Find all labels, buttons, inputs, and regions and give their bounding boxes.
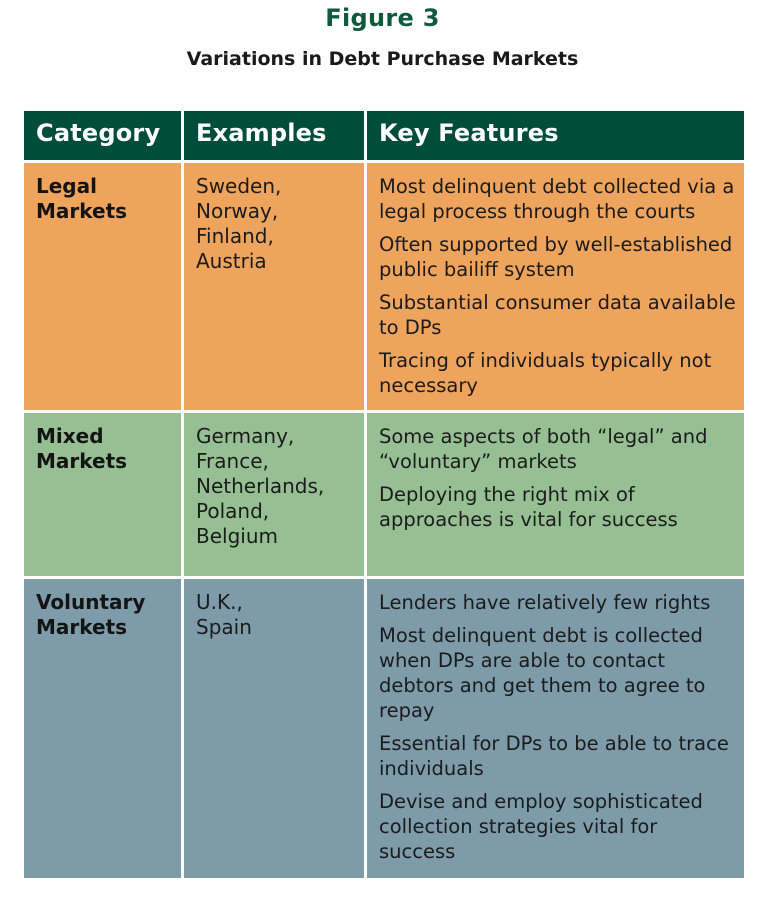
examples-legal-markets: Sweden, Norway, Finland, Austria bbox=[184, 163, 367, 413]
example-country: Germany, bbox=[196, 424, 295, 448]
category-line: Voluntary bbox=[36, 590, 146, 614]
examples-mixed-markets: Germany, France, Netherlands, Poland, Be… bbox=[184, 413, 367, 579]
feature-item: Most delinquent debt collected via a leg… bbox=[379, 175, 735, 223]
example-country: Netherlands, bbox=[196, 474, 325, 498]
category-line: Markets bbox=[36, 615, 128, 639]
header-key-features: Key Features bbox=[367, 111, 744, 163]
feature-item: Often supported by well-established publ… bbox=[379, 233, 733, 281]
feature-item: Tracing of individuals typically not nec… bbox=[379, 349, 712, 397]
example-country: France, bbox=[196, 449, 269, 473]
category-line: Markets bbox=[36, 199, 128, 223]
category-mixed-markets: Mixed Markets bbox=[24, 413, 184, 579]
example-country: Austria bbox=[196, 249, 267, 273]
figure-subtitle: Variations in Debt Purchase Markets bbox=[186, 48, 579, 70]
feature-item: Some aspects of both “legal” and “volunt… bbox=[379, 425, 708, 473]
figure-title: Figure 3 bbox=[325, 4, 440, 32]
example-country: Poland, bbox=[196, 499, 270, 523]
example-country: Finland, bbox=[196, 224, 274, 248]
category-line: Legal bbox=[36, 174, 97, 198]
category-legal-markets: Legal Markets bbox=[24, 163, 184, 413]
example-country: Spain bbox=[196, 615, 252, 639]
example-country: Belgium bbox=[196, 524, 278, 548]
feature-item: Deploying the right mix of approaches is… bbox=[379, 483, 678, 531]
debt-markets-table: Category Examples Key Features Legal Mar… bbox=[24, 111, 744, 878]
examples-voluntary-markets: U.K., Spain bbox=[184, 579, 367, 878]
header-examples: Examples bbox=[184, 111, 367, 163]
features-legal-markets: Most delinquent debt collected via a leg… bbox=[367, 163, 744, 413]
header-category: Category bbox=[24, 111, 184, 163]
features-mixed-markets: Some aspects of both “legal” and “volunt… bbox=[367, 413, 744, 579]
feature-item: Lenders have relatively few rights bbox=[379, 591, 711, 614]
features-voluntary-markets: Lenders have relatively few rights Most … bbox=[367, 579, 744, 878]
example-country: Norway, bbox=[196, 199, 279, 223]
feature-item: Devise and employ sophisticated collecti… bbox=[379, 790, 703, 863]
example-country: U.K., bbox=[196, 590, 243, 614]
category-line: Mixed bbox=[36, 424, 104, 448]
feature-item: Substantial consumer data available to D… bbox=[379, 291, 736, 339]
feature-item: Most delinquent debt is collected when D… bbox=[379, 624, 706, 722]
example-country: Sweden, bbox=[196, 174, 282, 198]
category-voluntary-markets: Voluntary Markets bbox=[24, 579, 184, 878]
feature-item: Essential for DPs to be able to trace in… bbox=[379, 732, 729, 780]
category-line: Markets bbox=[36, 449, 128, 473]
